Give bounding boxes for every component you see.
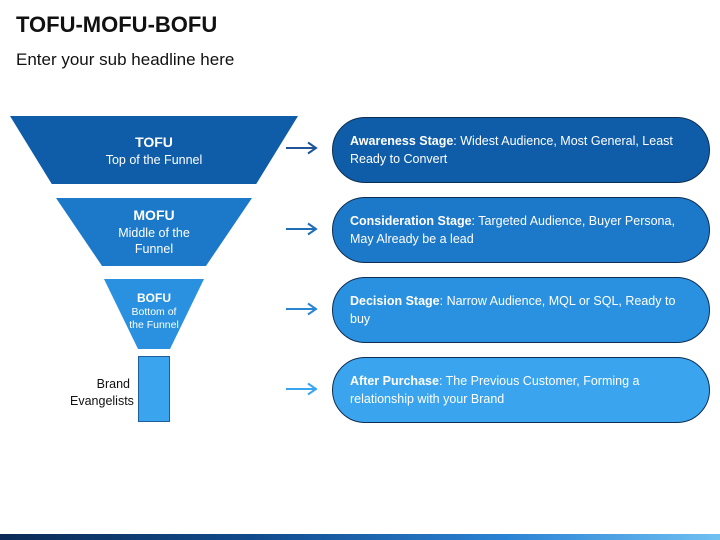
arrow-right-icon xyxy=(286,382,318,396)
page-subtitle: Enter your sub headline here xyxy=(16,50,235,69)
bottom-accent-bar xyxy=(0,534,720,540)
stage-description: Widest Audience, Most General, Least Rea… xyxy=(350,134,673,166)
funnel-mofu-segment: MOFU Middle of the Funnel xyxy=(56,198,252,266)
funnel-tofu-segment: TOFU Top of the Funnel xyxy=(10,116,298,184)
brand-evangelists-label: Brand Evangelists xyxy=(70,377,134,408)
funnel-mofu-name: MOFU xyxy=(133,207,175,223)
page-title: TOFU-MOFU-BOFU xyxy=(16,12,218,37)
stage-box-after-purchase: After Purchase: The Previous Customer, F… xyxy=(332,357,710,423)
arrow-right-icon xyxy=(286,141,318,155)
stage-separator: : xyxy=(438,374,443,388)
stage-box-awareness: Awareness Stage: Widest Audience, Most G… xyxy=(332,117,710,183)
stage-box-text: Awareness Stage: Widest Audience, Most G… xyxy=(350,132,697,168)
stage-description: Narrow Audience, MQL or SQL, Ready to bu… xyxy=(350,294,676,326)
stage-box-text: After Purchase: The Previous Customer, F… xyxy=(350,372,697,408)
stage-description: The Previous Customer, Forming a relatio… xyxy=(350,374,640,406)
stage-box-consideration: Consideration Stage: Targeted Audience, … xyxy=(332,197,710,263)
funnel-tofu-name: TOFU xyxy=(135,133,173,150)
stage-separator: : xyxy=(471,214,476,228)
stage-separator: : xyxy=(439,294,444,308)
funnel-bofu-segment: BOFU Bottom of the Funnel xyxy=(104,279,204,349)
stage-box-decision: Decision Stage: Narrow Audience, MQL or … xyxy=(332,277,710,343)
funnel-bofu-name: BOFU xyxy=(137,290,171,305)
stage-box-text: Consideration Stage: Targeted Audience, … xyxy=(350,212,697,248)
funnel-tofu-description: Top of the Funnel xyxy=(105,152,203,167)
stage-heading: Consideration Stage xyxy=(350,214,472,228)
arrow-right-icon xyxy=(286,302,318,316)
stage-heading: Decision Stage xyxy=(350,294,440,308)
stage-heading: Awareness Stage xyxy=(350,134,454,148)
funnel-mofu-description: Middle of the Funnel xyxy=(118,226,190,256)
funnel-brand-stem xyxy=(138,356,170,422)
stage-separator: : xyxy=(453,134,457,148)
funnel-bofu-description: Bottom of the Funnel xyxy=(129,305,179,331)
stage-heading: After Purchase xyxy=(350,374,439,388)
stage-box-text: Decision Stage: Narrow Audience, MQL or … xyxy=(350,292,697,328)
arrow-right-icon xyxy=(286,222,318,236)
stage-description: Targeted Audience, Buyer Persona, May Al… xyxy=(350,214,675,246)
